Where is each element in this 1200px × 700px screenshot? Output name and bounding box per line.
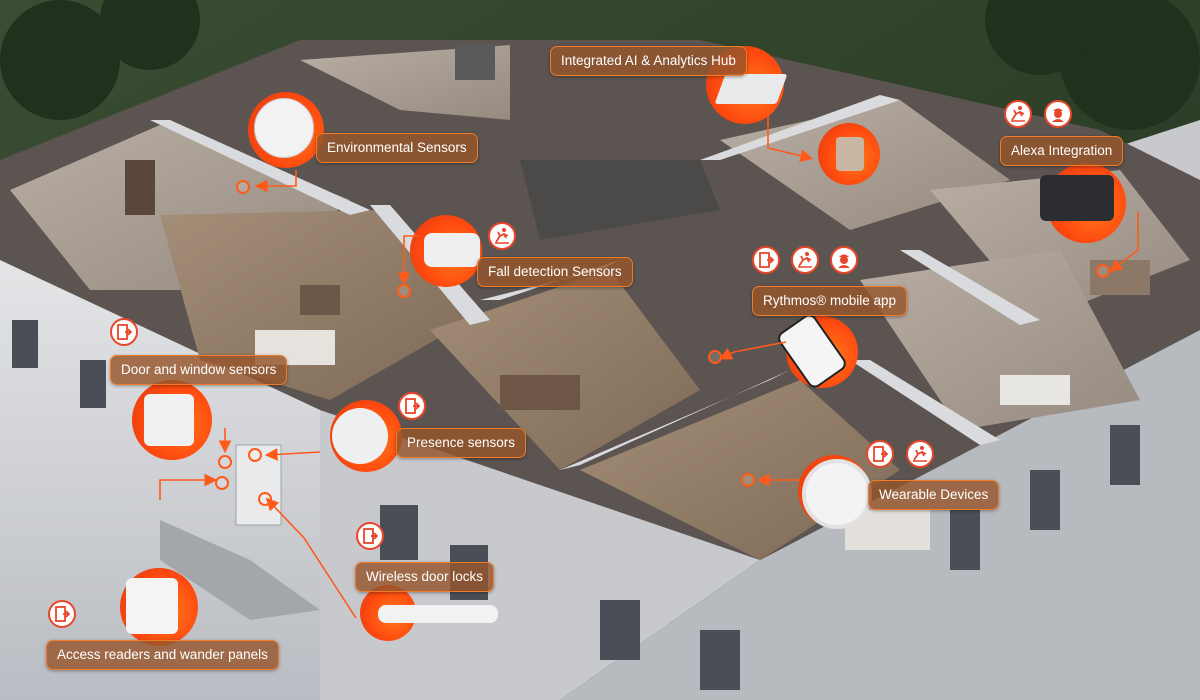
fall-icon xyxy=(1004,100,1032,128)
fall-icon xyxy=(906,440,934,468)
target-ring-environmental xyxy=(236,180,250,194)
door-exit-icon xyxy=(110,318,138,346)
windows xyxy=(12,320,1140,690)
wearable-device xyxy=(798,455,872,529)
door-exit-icon xyxy=(866,440,894,468)
corridor-roof xyxy=(520,160,720,240)
label-wearable-devices: Wearable Devices xyxy=(868,480,1000,510)
access-reader-device xyxy=(120,568,198,646)
label-ai-hub: Integrated AI & Analytics Hub xyxy=(550,46,747,76)
environmental-sensor-device xyxy=(248,92,324,168)
label-wireless-door-locks: Wireless door locks xyxy=(355,562,495,592)
presence-sensor-device xyxy=(330,400,402,472)
target-ring-wearable xyxy=(741,473,755,487)
door-window-sensor-device xyxy=(132,380,212,460)
label-environmental-sensors: Environmental Sensors xyxy=(316,133,478,163)
label-mobile-app: Rythmos® mobile app xyxy=(752,286,908,316)
label-presence-sensors: Presence sensors xyxy=(396,428,527,458)
mobile-app-device xyxy=(775,311,858,391)
room-floor-4 xyxy=(430,270,700,470)
label-door-window-sensors: Door and window sensors xyxy=(110,355,288,385)
door-exit-icon xyxy=(48,600,76,628)
nurse-icon xyxy=(830,246,858,274)
door-exit-icon xyxy=(356,522,384,550)
label-access-readers: Access readers and wander panels xyxy=(46,640,279,670)
fall-icon xyxy=(488,222,516,250)
label-alexa-integration: Alexa Integration xyxy=(1000,136,1124,166)
label-fall-detection: Fall detection Sensors xyxy=(477,257,633,287)
nurse-icon xyxy=(1044,100,1072,128)
door-exit-icon xyxy=(752,246,780,274)
fall-sensor-device xyxy=(410,215,482,287)
target-ring-alexa xyxy=(1096,264,1110,278)
door-lock-device xyxy=(360,585,498,641)
alexa-device xyxy=(1040,163,1126,243)
target-ring-door-1 xyxy=(218,455,232,469)
fall-icon xyxy=(791,246,819,274)
entrance-steps xyxy=(160,520,320,620)
staff-room-device xyxy=(818,123,880,185)
door-exit-icon xyxy=(398,392,426,420)
target-ring-presence xyxy=(248,448,262,462)
